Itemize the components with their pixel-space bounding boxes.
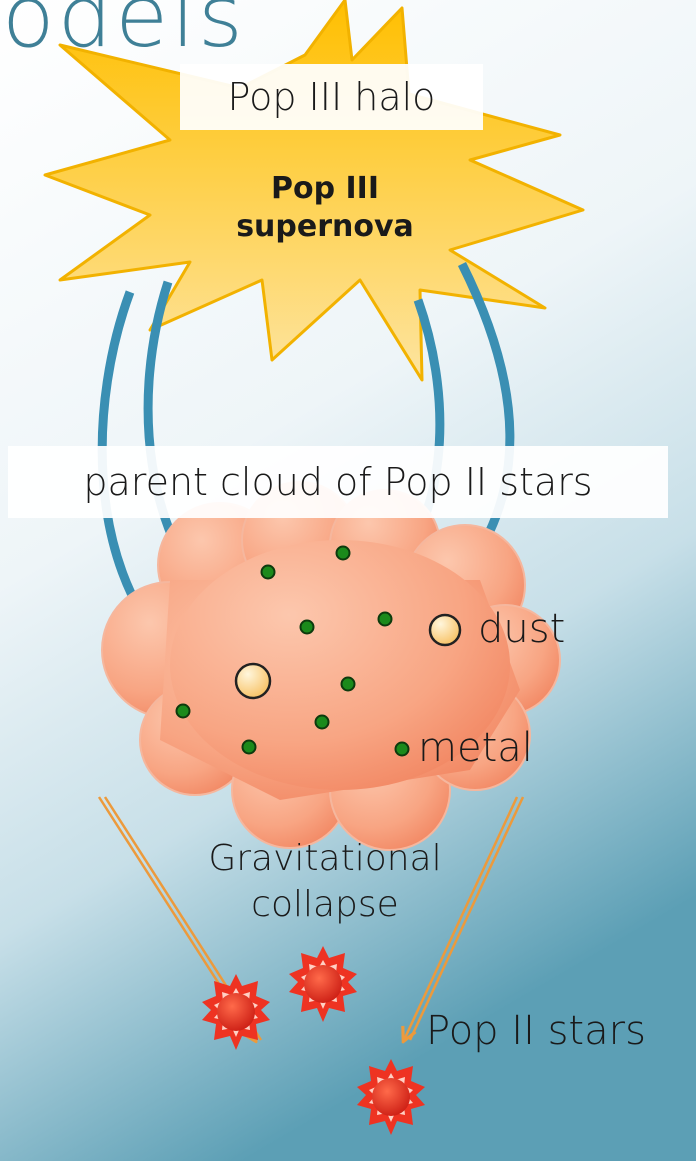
metal-dot-legend [396, 743, 409, 756]
metal-label: metal [418, 722, 533, 774]
parent-cloud-label: parent cloud of Pop II stars [8, 446, 668, 518]
metal-dot [262, 566, 275, 579]
pop-iii-supernova-label: Pop III supernova [205, 170, 445, 246]
metal-dot [301, 621, 314, 634]
metal-dot [316, 716, 329, 729]
dust-grain-legend [430, 615, 460, 645]
metal-dot [337, 547, 350, 560]
slide-title-fragment: odels [2, 0, 246, 60]
gravitational-collapse-label: Gravitational collapse [175, 836, 475, 928]
metal-dot [177, 705, 190, 718]
pop-ii-stars-label: Pop II stars [426, 1005, 646, 1057]
dust-label: dust [478, 603, 565, 655]
metal-dot [379, 613, 392, 626]
metal-dot [243, 741, 256, 754]
dust-grain [236, 664, 270, 698]
metal-dot [342, 678, 355, 691]
pop-iii-halo-label: Pop III halo [180, 64, 483, 130]
